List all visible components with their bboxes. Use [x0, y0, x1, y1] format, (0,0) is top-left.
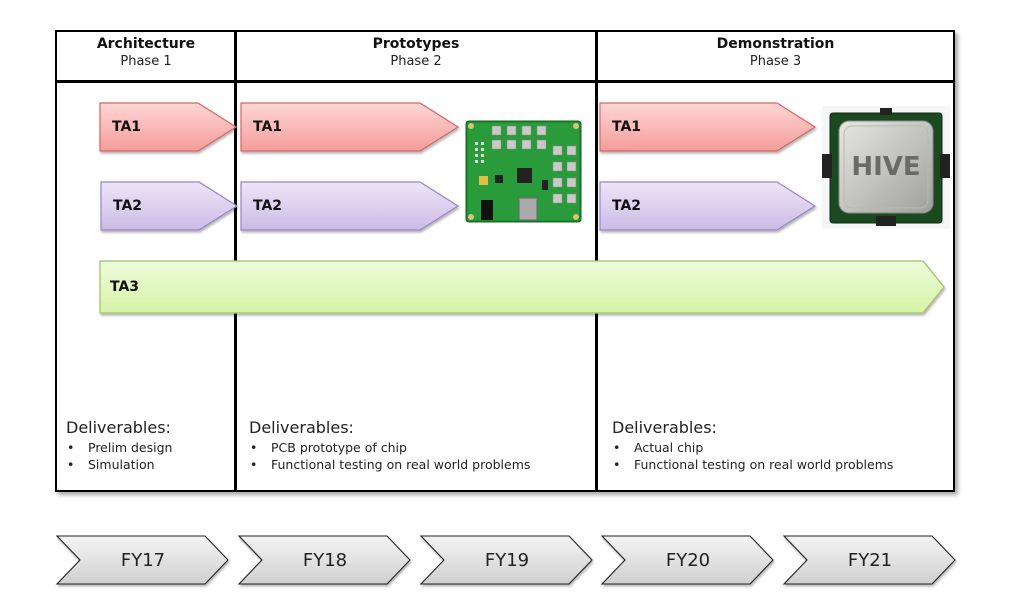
ta3-label: TA3 [110, 279, 140, 295]
fy20-label: FY20 [665, 550, 711, 571]
ta3-arrow [99, 260, 945, 314]
ta2-arrow-phase-2 [240, 181, 460, 231]
fy17-label: FY17 [120, 550, 166, 571]
ta2-label-phase-1: TA2 [113, 198, 143, 214]
timeline-chevrons [55, 535, 956, 585]
ta1-label-phase-2: TA1 [253, 119, 283, 135]
phase-3-header: Demonstration Phase 3 [598, 36, 953, 70]
fy21-label: FY21 [847, 550, 893, 571]
pcb-board-image [465, 120, 582, 223]
phase-1-subtitle: Phase 1 [120, 54, 172, 69]
deliverable-item: PCB prototype of chip [249, 439, 530, 456]
ta2-label-phase-3: TA2 [612, 198, 642, 214]
phase-1-title: Architecture [96, 36, 196, 52]
deliverable-item: Prelim design [66, 439, 172, 456]
phase-1-deliverables-heading: Deliverables: [66, 418, 171, 437]
ta1-label-phase-1: TA1 [112, 119, 142, 135]
phase-2-deliverables: Deliverables: PCB prototype of chip Func… [249, 418, 530, 473]
ta1-arrow-phase-3 [599, 102, 817, 152]
phase-3-subtitle: Phase 3 [749, 54, 802, 69]
ta1-arrow-phase-1 [99, 102, 238, 152]
deliverable-item: Simulation [66, 456, 172, 473]
phase-1-deliverables: Deliverables: Prelim design Simulation [66, 418, 172, 473]
fy21-chevron [782, 535, 956, 585]
fy18-chevron [237, 535, 411, 585]
header-divider [55, 80, 955, 83]
deliverable-item: Functional testing on real world problem… [249, 456, 530, 473]
phase-1-header: Architecture Phase 1 [57, 36, 235, 70]
chip-label: HIVE [851, 152, 920, 182]
fy19-chevron [419, 535, 593, 585]
phase-2-deliverables-heading: Deliverables: [249, 418, 354, 437]
ta2-arrow-phase-1 [100, 181, 239, 231]
ta2-label-phase-2: TA2 [253, 198, 283, 214]
fy18-label: FY18 [302, 550, 348, 571]
phase-3-deliverables: Deliverables: Actual chip Functional tes… [612, 418, 893, 473]
phase-2-header: Prototypes Phase 2 [237, 36, 595, 70]
phase-2-title: Prototypes [372, 36, 460, 52]
deliverable-item: Actual chip [612, 439, 893, 456]
fy17-chevron [55, 535, 229, 585]
phase-3-deliverables-heading: Deliverables: [612, 418, 717, 437]
deliverable-item: Functional testing on real world problem… [612, 456, 893, 473]
ta1-arrow-phase-2 [240, 102, 460, 152]
ta1-label-phase-3: TA1 [612, 119, 642, 135]
phase-3-title: Demonstration [716, 36, 835, 52]
hive-chip-image: HIVE [822, 106, 950, 229]
ta2-arrow-phase-3 [599, 181, 817, 231]
phase-2-subtitle: Phase 2 [390, 54, 442, 69]
fy19-label: FY19 [484, 550, 530, 571]
fy20-chevron [600, 535, 774, 585]
